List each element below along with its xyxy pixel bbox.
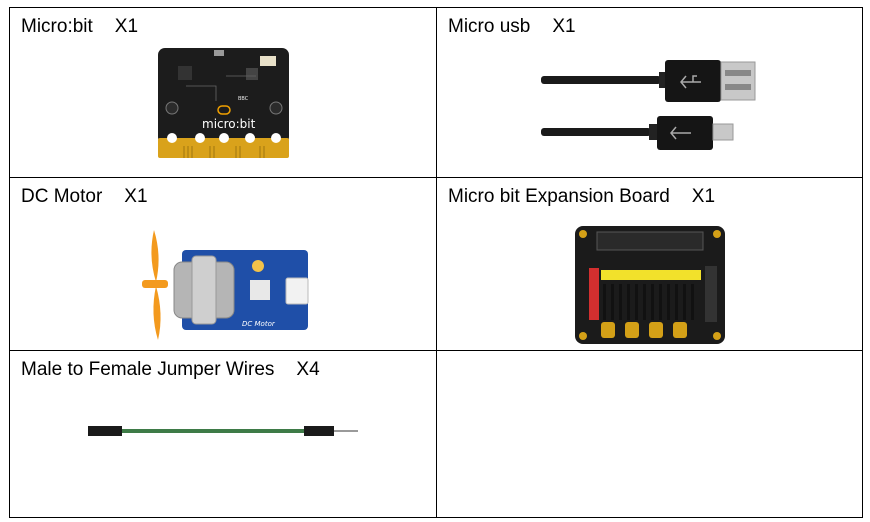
jumper-wire-image — [88, 426, 358, 436]
item-name: DC Motor — [21, 186, 103, 207]
item-quantity: X1 — [552, 16, 576, 37]
usb-cable-image — [541, 60, 756, 150]
empty-cell — [437, 351, 864, 517]
cell-jumper-wires: Male to Female Jumper Wires X4 — [10, 351, 436, 517]
row-divider — [10, 177, 862, 178]
cell-micro-usb: Micro usb X1 — [437, 8, 864, 177]
row-divider — [10, 350, 862, 351]
cell-dc-motor: DC Motor X1 DC Motor — [10, 178, 436, 350]
logo-text: micro:bit — [202, 117, 256, 131]
item-quantity: X4 — [296, 359, 320, 380]
cell-expansion-board: Micro bit Expansion Board X1 — [437, 178, 864, 350]
cell-microbit: Micro:bit X1 BBC micro:bit — [10, 8, 436, 177]
item-label: Male to Female Jumper Wires X4 — [21, 359, 320, 381]
item-label: Micro usb X1 — [448, 16, 576, 38]
item-name: Micro usb — [448, 16, 531, 37]
column-divider — [436, 8, 437, 517]
item-label: DC Motor X1 — [21, 186, 148, 208]
microbit-image: BBC micro:bit — [158, 48, 289, 158]
item-quantity: X1 — [124, 186, 148, 207]
expansion-board-image — [575, 226, 725, 344]
board-label: DC Motor — [242, 320, 276, 328]
item-name: Male to Female Jumper Wires — [21, 359, 275, 380]
brand-text: BBC — [238, 96, 249, 102]
item-label: Micro bit Expansion Board X1 — [448, 186, 715, 208]
item-label: Micro:bit X1 — [21, 16, 138, 38]
item-name: Micro bit Expansion Board — [448, 186, 670, 207]
dc-motor-image: DC Motor — [142, 230, 309, 340]
item-name: Micro:bit — [21, 16, 93, 37]
item-quantity: X1 — [691, 186, 716, 207]
item-quantity: X1 — [114, 16, 139, 37]
